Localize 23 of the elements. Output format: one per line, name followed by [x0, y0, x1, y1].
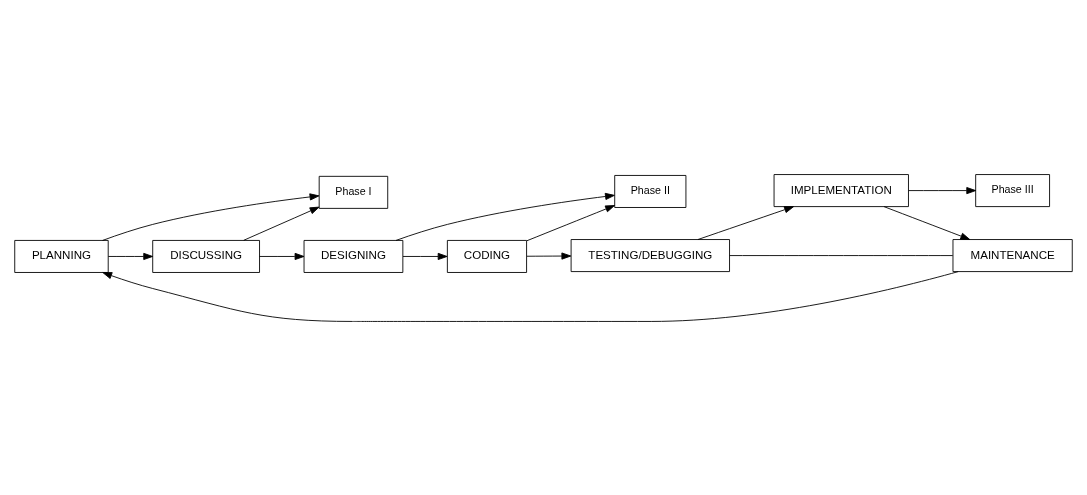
arrow — [107, 252, 154, 260]
connector — [729, 254, 954, 256]
node-box: TESTING/DEBUGGING — [570, 238, 730, 272]
arrow — [526, 252, 572, 260]
node-box: Phase I — [318, 175, 389, 209]
arrow — [395, 192, 615, 241]
node-box: DESIGNING — [303, 239, 404, 273]
node-box: IMPLEMENTATION — [773, 173, 909, 207]
arrow — [259, 252, 305, 260]
arrow — [102, 192, 320, 241]
node-box: DISCUSSING — [152, 239, 260, 273]
arrow — [883, 205, 971, 240]
node-box: Phase II — [614, 174, 687, 208]
arrow — [402, 252, 448, 260]
arrow — [526, 204, 615, 241]
arrow — [697, 205, 794, 240]
arrow — [102, 270, 959, 322]
node-box: Phase III — [975, 173, 1050, 207]
node-box: MAINTENANCE — [952, 238, 1073, 272]
node-box: CODING — [446, 239, 528, 273]
arrow — [243, 206, 320, 241]
arrow — [908, 186, 977, 194]
node-box: PLANNING — [14, 239, 109, 273]
